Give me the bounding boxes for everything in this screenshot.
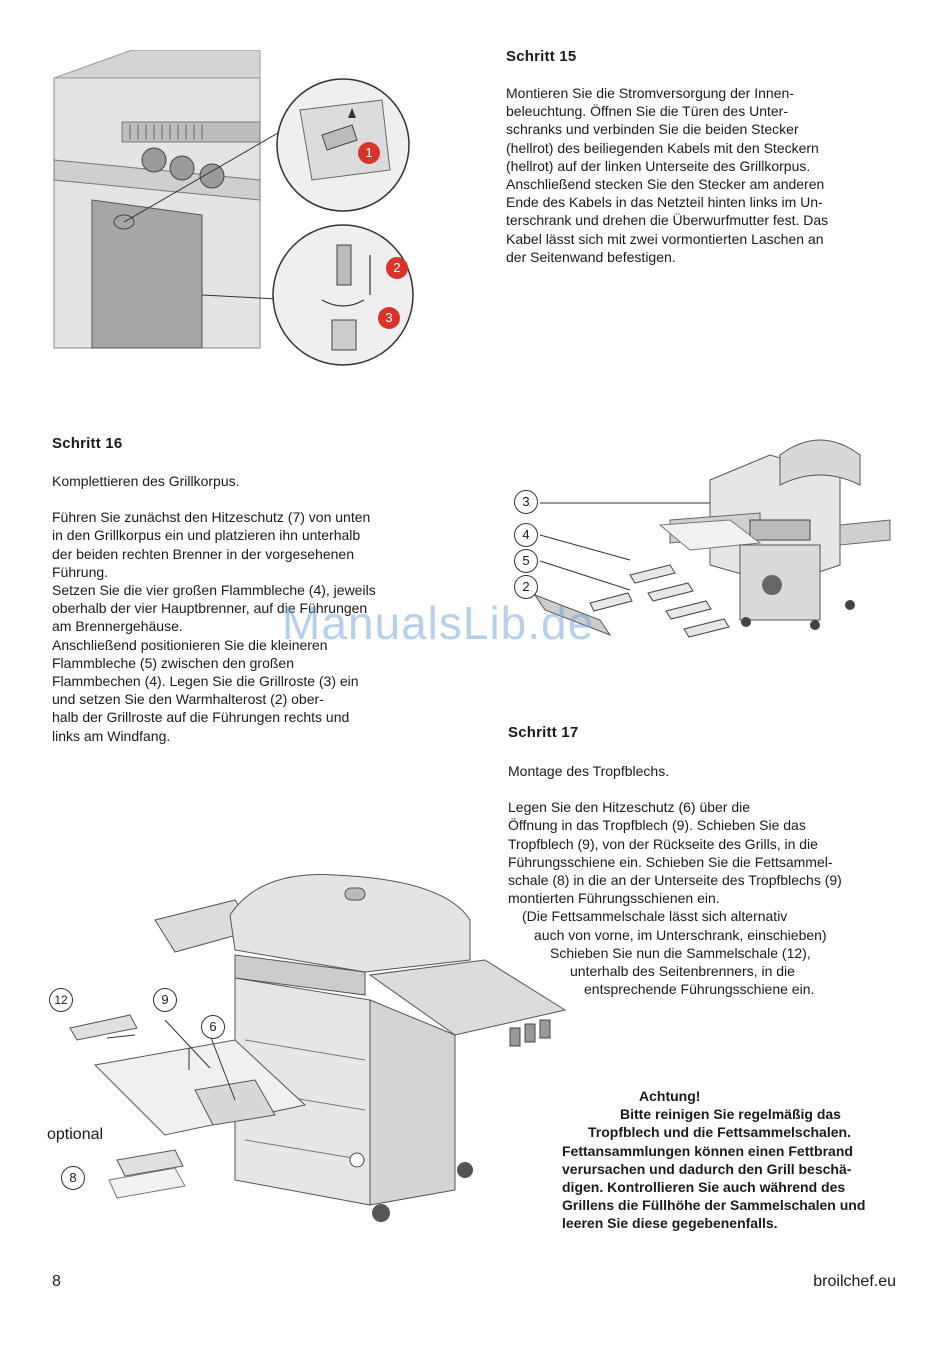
text-line: beleuchtung. Öffnen Sie die Türen des Un…: [506, 103, 788, 120]
step17-illustration: 12 9 6 optional 8: [45, 860, 575, 1230]
callout-3: 3: [378, 307, 400, 329]
warning-line: Fettansammlungen können einen Fettbrand: [562, 1142, 853, 1159]
callout-8-grease-pan: 8: [61, 1166, 85, 1190]
step17-text: Montage des Tropfblechs. Legen Sie den H…: [508, 762, 842, 998]
step16-text: Komplettieren des Grillkorpus. Führen Si…: [52, 472, 376, 745]
text-line: (hellrot) des beiliegenden Kabels mit de…: [506, 139, 819, 156]
text-line: in den Grillkorpus ein und platzieren ih…: [52, 527, 361, 544]
text-line: Führungsschiene ein. Schieben Sie die Fe…: [508, 853, 833, 870]
text-line: entsprechende Führungsschiene ein.: [584, 981, 815, 998]
text-line: und setzen Sie den Warmhalterost (2) obe…: [52, 691, 324, 708]
text-line: schranks und verbinden Sie die beiden St…: [506, 121, 799, 138]
optional-label: optional: [47, 1126, 104, 1143]
callout-2-warming-rack: 2: [514, 575, 538, 599]
text-line: montierten Führungsschienen ein.: [508, 890, 720, 907]
text-line: Montage des Tropfblechs.: [508, 763, 670, 779]
text-line: Öffnung in das Tropfblech (9). Schieben …: [508, 817, 806, 834]
text-line: (Die Fettsammelschale lässt sich alterna…: [522, 908, 788, 925]
text-line: Führen Sie zunächst den Hitzeschutz (7) …: [52, 509, 371, 526]
watermark: ManualsLib.de: [282, 597, 595, 649]
text-line: der Seitenwand befestigen.: [506, 248, 676, 265]
text-line: der beiden rechten Brenner in der vorges…: [52, 545, 354, 562]
callout-1: 1: [358, 142, 380, 164]
text-line: links am Windfang.: [52, 727, 171, 744]
callout-6-heat-shield: 6: [201, 1015, 225, 1039]
text-line: Führung.: [52, 563, 109, 580]
step15-heading: Schritt 15: [506, 48, 577, 65]
text-line: Komplettieren des Grillkorpus.: [52, 473, 240, 489]
warning-line: leeren Sie diese gegebenenfalls.: [562, 1215, 778, 1232]
text-line: oberhalb der vier Hauptbrenner, auf die …: [52, 600, 368, 617]
text-line: Ende des Kabels in das Netzteil hinten l…: [506, 194, 823, 211]
text-line: Legen Sie den Hitzeschutz (6) über die: [508, 799, 751, 816]
step16-heading: Schritt 16: [52, 435, 123, 452]
text-line: Setzen Sie die vier großen Flammbleche (…: [52, 582, 376, 599]
warning-line: verursachen und dadurch den Grill beschä…: [562, 1160, 852, 1177]
text-line: Flammbleche (5) zwischen den großen: [52, 654, 294, 671]
text-line: schale (8) in die an der Unterseite des …: [508, 872, 842, 889]
step16-illustration: 3 4 5 2: [510, 425, 900, 650]
text-line: Kabel lässt sich mit zwei vormontierten …: [506, 230, 824, 247]
callout-9-drip-tray: 9: [153, 988, 177, 1012]
callout-12-side-tray: 12: [49, 988, 73, 1012]
step17-heading: Schritt 17: [508, 724, 579, 741]
text-line: Anschließend positionieren Sie die klein…: [52, 636, 328, 653]
callout-2: 2: [386, 257, 408, 279]
text-line: Flammbechen (4). Legen Sie die Grillrost…: [52, 673, 359, 690]
text-line: auch von vorne, im Unterschrank, einschi…: [534, 926, 827, 943]
step15-text: Montieren Sie die Stromversorgung der In…: [506, 84, 828, 266]
text-line: Montieren Sie die Stromversorgung der In…: [506, 85, 794, 101]
text-line: am Brennergehäuse.: [52, 618, 183, 635]
callout-4-flame-plate: 4: [514, 523, 538, 547]
warning-line: Bitte reinigen Sie regelmäßig das: [620, 1106, 841, 1123]
warning-line: digen. Kontrollieren Sie auch während de…: [562, 1179, 846, 1196]
warning-box: Achtung! Bitte reinigen Sie regelmäßig d…: [562, 1087, 865, 1233]
text-line: Anschließend stecken Sie den Stecker am …: [506, 176, 825, 193]
footer-site: broilchef.eu: [813, 1273, 896, 1290]
warning-line: Grillens die Füllhöhe der Sammelschalen …: [562, 1197, 866, 1214]
page-number: 8: [52, 1273, 61, 1290]
text-line: unterhalb des Seitenbrenners, in die: [570, 963, 795, 980]
text-line: Tropfblech (9), von der Rückseite des Gr…: [508, 835, 818, 852]
callout-5-small-flame-plate: 5: [514, 549, 538, 573]
text-line: Schieben Sie nun die Sammelschale (12),: [550, 944, 811, 961]
text-line: terschrank und drehen die Überwurfmutter…: [506, 212, 829, 229]
callout-3-grill-grate: 3: [514, 490, 538, 514]
step15-illustration: 1 2 3: [52, 50, 462, 380]
warning-line: Tropfblech und die Fettsammelschalen.: [588, 1124, 851, 1141]
text-line: (hellrot) auf der linken Unterseite des …: [506, 157, 811, 174]
warning-title: Achtung!: [639, 1088, 701, 1104]
text-line: halb der Grillroste auf die Führungen re…: [52, 709, 350, 726]
